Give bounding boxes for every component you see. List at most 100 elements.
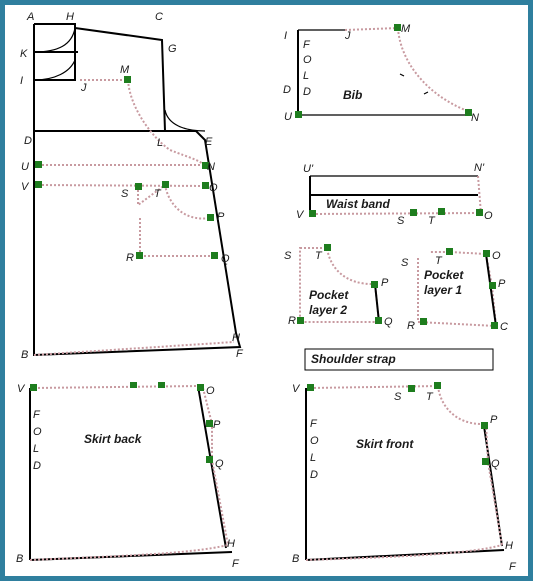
label-U: U <box>21 161 29 173</box>
sf-marker-Q <box>482 458 489 465</box>
skirt-back-hem-dotted <box>29 544 229 561</box>
label-D: D <box>24 135 32 147</box>
p2-marker-T <box>324 244 331 251</box>
pocket-layer-1-piece: S T O P R C Pocket layer 1 <box>401 248 508 333</box>
wb-marker-O <box>476 209 483 216</box>
marker-Q <box>211 252 218 259</box>
skirt-front-side <box>483 425 503 547</box>
sb-marker-Q <box>206 456 213 463</box>
label-H-top: H <box>66 11 74 23</box>
waist-band-bottom <box>311 212 483 215</box>
bodice-piece: A H C K G I J M D L E U N V O S T P R Q … <box>20 11 244 361</box>
label-N: N <box>207 161 215 173</box>
neckline-curve <box>33 27 76 53</box>
p2-marker-R <box>297 317 304 324</box>
marker-V <box>35 181 42 188</box>
bib-fold-letter-3: L <box>303 70 309 82</box>
label-F: F <box>236 348 244 360</box>
sb-fold-letter-2: O <box>33 426 42 438</box>
skirt-front-curve <box>437 385 485 426</box>
bib-notch <box>399 73 429 95</box>
p1-label-P: P <box>498 278 506 290</box>
bib-label-M: M <box>401 23 411 35</box>
shoulder-strap-box <box>304 348 494 371</box>
marker-T <box>162 181 169 188</box>
label-I: I <box>20 75 23 87</box>
marker-M <box>124 76 131 83</box>
bodice-pocket-curve <box>137 183 211 220</box>
shoulder-strap-piece: Shoulder strap <box>304 348 494 371</box>
p2-label-R: R <box>288 315 296 327</box>
neckline-curve-inner <box>33 59 76 81</box>
bib-overlay-edge <box>34 24 78 81</box>
bib-fold-letter-4: D <box>303 86 311 98</box>
bodice-line-V-O <box>37 184 207 187</box>
bib-label-I: I <box>284 30 287 42</box>
sb-label-O: O <box>206 385 215 397</box>
sb-fold-letter-1: F <box>33 409 41 421</box>
sf-label-V: V <box>292 383 301 395</box>
bib-label-D: D <box>283 84 291 96</box>
bib-fold-letter-2: O <box>303 54 312 66</box>
skirt-front-side-dotted <box>485 423 503 546</box>
pocket2-title-line1: Pocket <box>309 288 349 302</box>
label-E: E <box>205 136 213 148</box>
wb-marker-V <box>309 210 316 217</box>
label-B: B <box>21 349 28 361</box>
sb-marker-O <box>197 384 204 391</box>
skirt-back-piece: V O P Q B H F F O L D Skirt back <box>16 382 240 570</box>
pocket1-outline <box>417 251 498 328</box>
label-Q: Q <box>221 253 230 265</box>
bib-marker-M <box>394 24 401 31</box>
sf-fold-letter-3: L <box>310 452 316 464</box>
bib-label-U: U <box>284 111 292 123</box>
p1-marker-C <box>491 322 498 329</box>
sf-marker-V <box>307 384 314 391</box>
marker-P <box>207 214 214 221</box>
label-G: G <box>168 43 177 55</box>
sf-label-S: S <box>394 391 402 403</box>
pocket2-side <box>374 283 380 323</box>
p1-label-R: R <box>407 320 415 332</box>
sb-label-B: B <box>16 553 23 565</box>
wb-label-S: S <box>397 215 405 227</box>
label-H-bottom: H <box>232 332 240 344</box>
label-C: C <box>155 11 163 23</box>
bib-marker-N <box>465 109 472 116</box>
skirt-front-hem-dotted <box>305 544 503 561</box>
sb-marker-2 <box>158 382 165 388</box>
skirt-front-piece: V S T P Q B H F F O L D Skirt front <box>292 382 517 573</box>
label-T: T <box>154 188 162 200</box>
bib-piece: I J M D U N F O L D Bib <box>283 23 479 124</box>
wb-label-V: V <box>296 209 305 221</box>
p2-label-S: S <box>284 250 292 262</box>
sb-label-F: F <box>232 558 240 570</box>
shoulder-strap-title: Shoulder strap <box>311 352 396 366</box>
p2-marker-P <box>371 281 378 288</box>
label-L: L <box>157 137 163 149</box>
marker-N <box>202 162 209 169</box>
bib-top-dotted <box>344 27 399 31</box>
sf-label-B: B <box>292 553 299 565</box>
sb-marker-V <box>30 384 37 391</box>
p2-marker-Q <box>375 317 382 324</box>
sb-fold-letter-3: L <box>33 443 39 455</box>
marker-O <box>202 182 209 189</box>
p2-label-T: T <box>315 250 323 262</box>
sf-label-H: H <box>505 540 513 552</box>
wb-label-U-prime: U' <box>303 163 314 175</box>
bib-label-J: J <box>344 30 351 42</box>
label-K: K <box>20 48 28 60</box>
p1-marker-R <box>420 318 427 325</box>
pocket1-title-line2: layer 1 <box>424 283 462 297</box>
skirt-front-top <box>309 385 439 389</box>
p2-label-P: P <box>381 277 389 289</box>
pocket1-title-line1: Pocket <box>424 268 464 282</box>
sf-label-F: F <box>509 561 517 573</box>
bib-side-curve <box>397 27 471 113</box>
sb-marker-1 <box>130 382 137 388</box>
sb-label-Q: Q <box>215 458 224 470</box>
label-S: S <box>121 188 129 200</box>
marker-R <box>136 252 143 259</box>
wb-label-N-prime: N' <box>474 162 485 174</box>
